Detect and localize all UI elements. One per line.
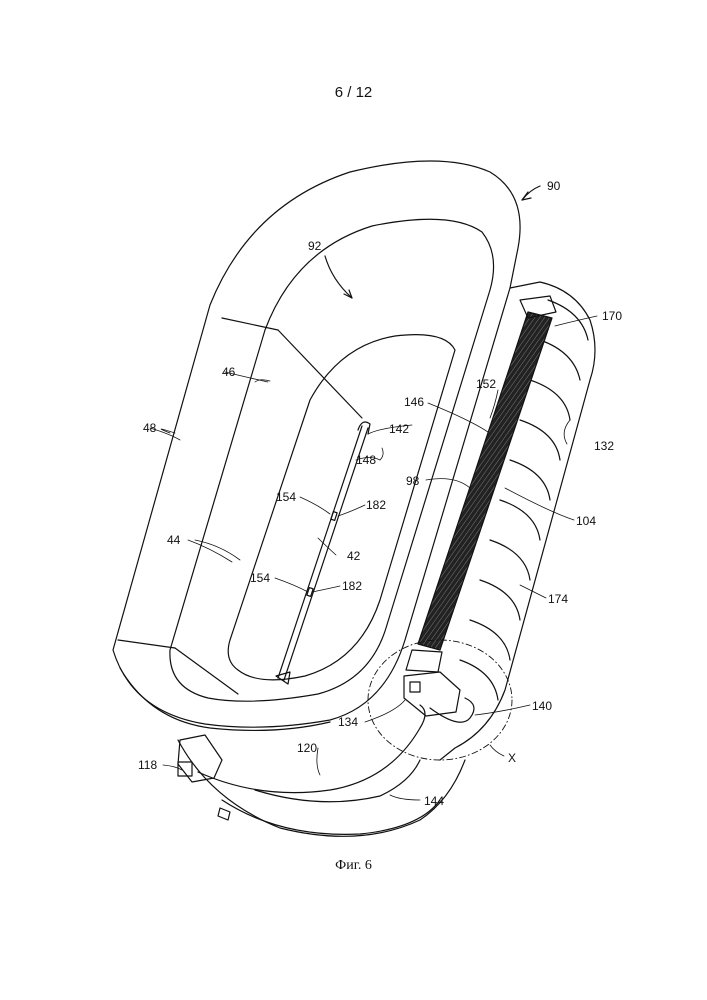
ref-98: 98 (406, 474, 420, 488)
ref-90: 90 (547, 179, 561, 193)
ref-140: 140 (532, 699, 552, 713)
detail-circle-x (368, 640, 512, 760)
ref-134: 134 (338, 715, 358, 729)
leader-lines (150, 316, 597, 800)
fitting-118 (178, 735, 222, 782)
ref-92: 92 (308, 239, 322, 253)
ref-132: 132 (594, 439, 614, 453)
reference-numerals: 90 92 170 46 152 146 142 132 48 148 98 1… (138, 179, 622, 808)
drain-channel-bottom-fitting (276, 672, 290, 684)
ref-46: 46 (222, 365, 236, 379)
rim-seam-bottom (118, 640, 175, 648)
heater-strip (418, 312, 552, 650)
rim-seam-diagonal (278, 330, 362, 418)
ref-104: 104 (576, 514, 596, 528)
ref-170: 170 (602, 309, 622, 323)
ref-152: 152 (476, 377, 496, 391)
ref-154-lower: 154 (250, 571, 270, 585)
ref-48: 48 (143, 421, 157, 435)
tub-bottom-shell (178, 740, 465, 836)
pipe-140 (430, 698, 474, 722)
ref-120: 120 (297, 741, 317, 755)
connector-port (410, 682, 420, 692)
ref-144: 144 (424, 794, 444, 808)
ref-146: 146 (404, 395, 424, 409)
tub-bottom-rim (222, 800, 440, 834)
ref-154-upper: 154 (276, 490, 296, 504)
ref-142: 142 (389, 422, 409, 436)
ref-182-lower: 182 (342, 579, 362, 593)
fitting-118-clip (218, 808, 230, 820)
ref-118: 118 (138, 758, 157, 772)
arrow-90-head (522, 192, 531, 200)
ref-148: 148 (356, 453, 376, 467)
drain-clip-upper (331, 512, 337, 521)
ref-42: 42 (347, 549, 361, 563)
heater-bottom-bracket (406, 650, 442, 672)
ref-174: 174 (548, 592, 568, 606)
ref-X: X (508, 751, 516, 765)
arrow-92 (325, 256, 352, 298)
figure-caption: Фиг. 6 (0, 858, 707, 874)
tub-bottom-inner (255, 760, 420, 802)
ref-182-upper: 182 (366, 498, 386, 512)
ref-44: 44 (167, 533, 181, 547)
